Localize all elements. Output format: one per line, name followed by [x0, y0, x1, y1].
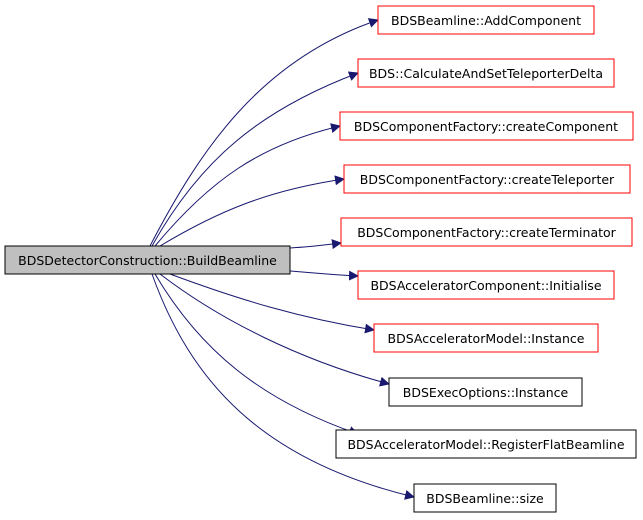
root-node-label: BDSDetectorConstruction::BuildBeamline	[18, 253, 277, 268]
target-node-beamline-size[interactable]: BDSBeamline::size	[413, 483, 557, 513]
target-node-registerflatbeamline[interactable]: BDSAcceleratorModel::RegisterFlatBeamlin…	[335, 429, 637, 459]
target-node-label: BDSComponentFactory::createTerminator	[357, 225, 616, 240]
target-node-label: BDSAcceleratorModel::RegisterFlatBeamlin…	[347, 437, 624, 452]
target-node-label: BDSBeamline::AddComponent	[391, 13, 581, 28]
edge-to-createcomponent	[154, 123, 341, 247]
edge-to-beamline-size	[151, 273, 415, 500]
edge-to-addcomponent	[149, 18, 379, 247]
target-node-execoptions-instance[interactable]: BDSExecOptions::Instance	[388, 377, 583, 407]
target-node-acceleratormodel-instance[interactable]: BDSAcceleratorModel::Instance	[373, 323, 599, 353]
call-edges	[149, 18, 415, 500]
target-node-createteleporter[interactable]: BDSComponentFactory::createTeleporter	[343, 164, 631, 194]
edge-to-acceleratormodel-instance	[169, 273, 375, 334]
target-node-label: BDSComponentFactory::createComponent	[354, 119, 618, 134]
root-node[interactable]: BDSDetectorConstruction::BuildBeamline	[4, 245, 291, 275]
target-node-label: BDSBeamline::size	[426, 491, 544, 506]
edge-to-createteleporter	[159, 175, 345, 247]
target-node-label: BDSComponentFactory::createTeleporter	[360, 172, 615, 187]
edge-to-registerflatbeamline	[154, 273, 359, 436]
target-node-label: BDSExecOptions::Instance	[403, 385, 569, 400]
target-node-label: BDS::CalculateAndSetTeleporterDelta	[369, 66, 603, 81]
target-node-label: BDSAcceleratorComponent::Initialise	[370, 278, 601, 293]
edge-to-initialise	[289, 270, 359, 281]
edge-to-createterminator	[289, 239, 342, 250]
target-node-createterminator[interactable]: BDSComponentFactory::createTerminator	[340, 217, 633, 247]
target-node-addcomponent[interactable]: BDSBeamline::AddComponent	[377, 5, 595, 35]
target-node-initialise[interactable]: BDSAcceleratorComponent::Initialise	[357, 270, 615, 300]
edge-to-execoptions-instance	[159, 273, 390, 387]
edge-to-calculateandsetteleporterdelta	[151, 71, 359, 247]
target-node-createcomponent[interactable]: BDSComponentFactory::createComponent	[339, 111, 634, 141]
target-node-calculateandsetteleporterdelta[interactable]: BDS::CalculateAndSetTeleporterDelta	[357, 58, 615, 88]
target-node-label: BDSAcceleratorModel::Instance	[388, 331, 585, 346]
